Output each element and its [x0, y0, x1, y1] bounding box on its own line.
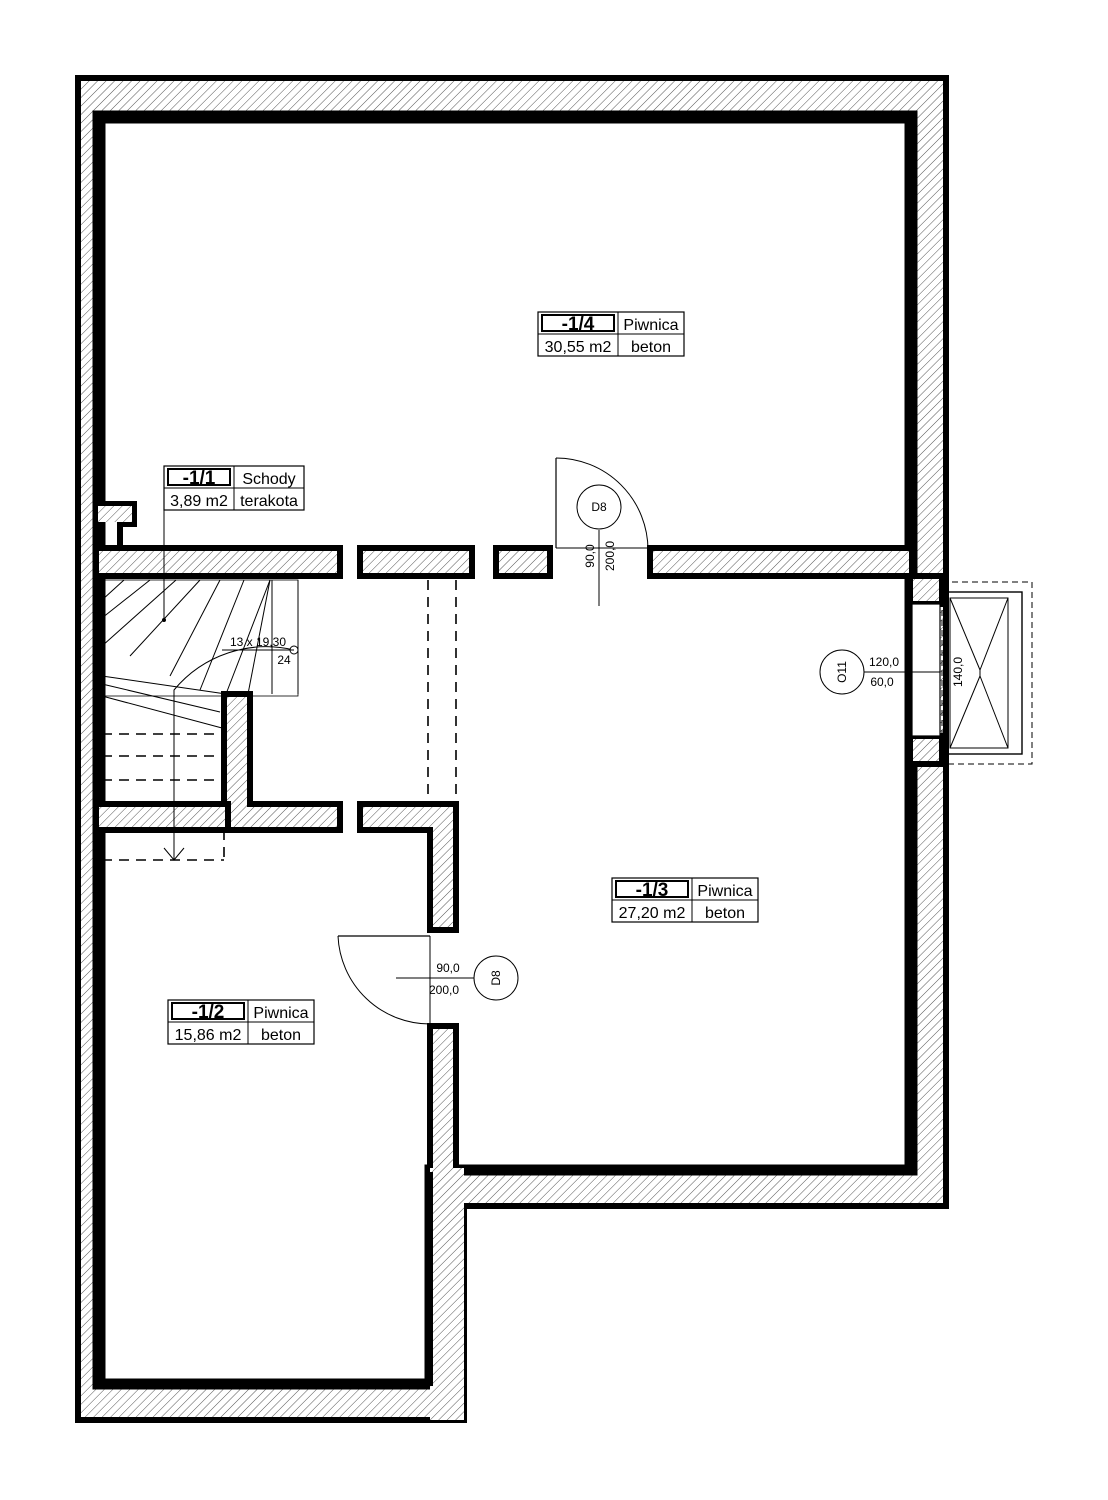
room-name: Schody — [242, 471, 295, 488]
room-floor: terakota — [240, 493, 298, 510]
room-label-r14: -1/4 Piwnica 30,55 m2 beton — [537, 311, 685, 357]
room-floor: beton — [261, 1027, 301, 1044]
door-left: D8 90,0 200,0 — [337, 935, 519, 1025]
room-area: 15,86 m2 — [175, 1027, 242, 1044]
room-label-r11: -1/1 Schody 3,89 m2 terakota — [163, 465, 305, 511]
room-number: -1/4 — [562, 314, 595, 335]
stairs: 13 x 19,30 24 — [101, 486, 299, 861]
door-top: D8 90,0 200,0 — [555, 457, 649, 606]
room-floor: beton — [631, 339, 671, 356]
window-annotation: O11 120,0 60,0 140,0 — [819, 649, 965, 695]
light-well-dimension: 140,0 — [951, 657, 965, 687]
room-number: -1/3 — [636, 880, 669, 901]
room-floor: beton — [705, 905, 745, 922]
room-number: -1/1 — [183, 468, 216, 489]
door-top-height: 200,0 — [603, 541, 617, 571]
room-label-r12: -1/2 Piwnica 15,86 m2 beton — [167, 999, 315, 1045]
window-tag: O11 — [835, 661, 849, 683]
room-label-r13: -1/3 Piwnica 27,20 m2 beton — [611, 877, 759, 923]
room-name: Piwnica — [623, 317, 678, 334]
door-left-width: 90,0 — [436, 961, 460, 975]
overhead-lines — [102, 580, 457, 861]
room-area: 3,89 m2 — [170, 493, 228, 510]
window-width: 120,0 — [869, 655, 899, 669]
stairs-spec: 13 x 19,30 — [230, 635, 286, 649]
room-number: -1/2 — [192, 1002, 225, 1023]
stairs-tread: 24 — [277, 653, 291, 667]
door-top-tag: D8 — [591, 500, 607, 514]
room-name: Piwnica — [697, 883, 752, 900]
window-height: 60,0 — [870, 675, 894, 689]
door-left-tag: D8 — [489, 970, 503, 986]
exterior-insulation — [75, 75, 949, 1423]
room-area: 27,20 m2 — [619, 905, 686, 922]
room-name: Piwnica — [253, 1005, 308, 1022]
door-top-width: 90,0 — [583, 544, 597, 568]
partition-walls — [93, 501, 945, 1420]
room-area: 30,55 m2 — [545, 339, 612, 356]
door-left-height: 200,0 — [429, 983, 459, 997]
window-light-well — [941, 581, 1033, 765]
